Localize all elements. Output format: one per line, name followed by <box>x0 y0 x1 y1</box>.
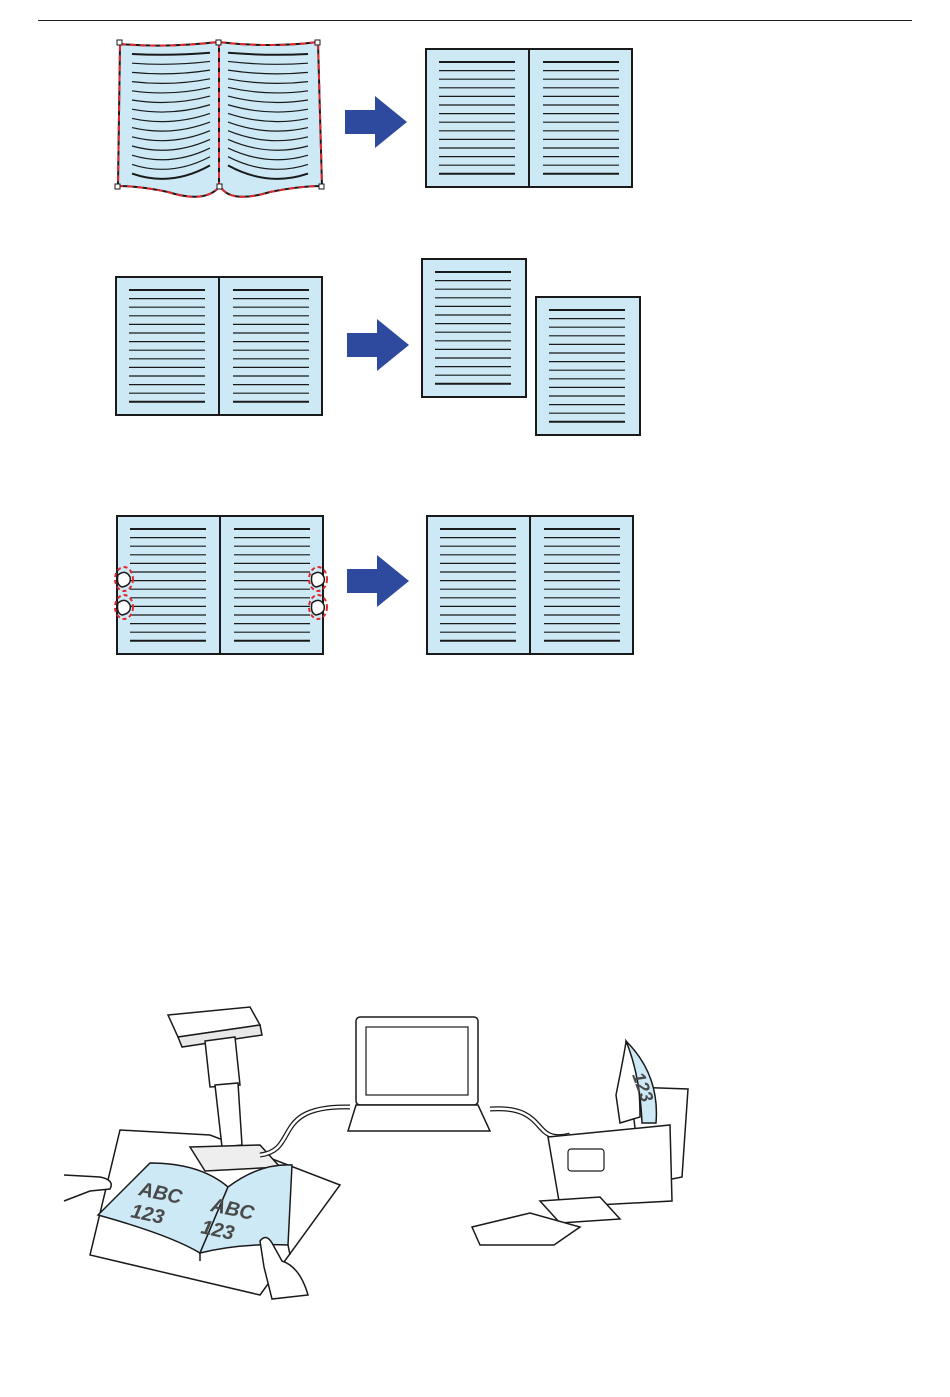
finger-icon <box>312 600 325 615</box>
curve-correction-before <box>110 36 330 208</box>
touchscreen-icon <box>568 1149 604 1171</box>
book-spread-before-split <box>115 276 327 420</box>
split-page-left <box>421 258 529 402</box>
finger-icon <box>118 600 131 615</box>
arrow-icon <box>345 96 407 148</box>
split-page-right <box>535 296 643 440</box>
flat-book-after-correction <box>425 48 637 192</box>
finger-icon <box>118 572 131 587</box>
book-after-finger-removal <box>426 515 638 659</box>
finger-icon <box>312 572 325 587</box>
arrow-icon <box>347 555 409 607</box>
book-with-fingers <box>110 515 332 659</box>
arrow-icon <box>347 319 409 371</box>
scanner-setup-illustration: ABC 123 ABC 123 123 <box>60 1005 700 1305</box>
header-rule <box>38 20 912 21</box>
